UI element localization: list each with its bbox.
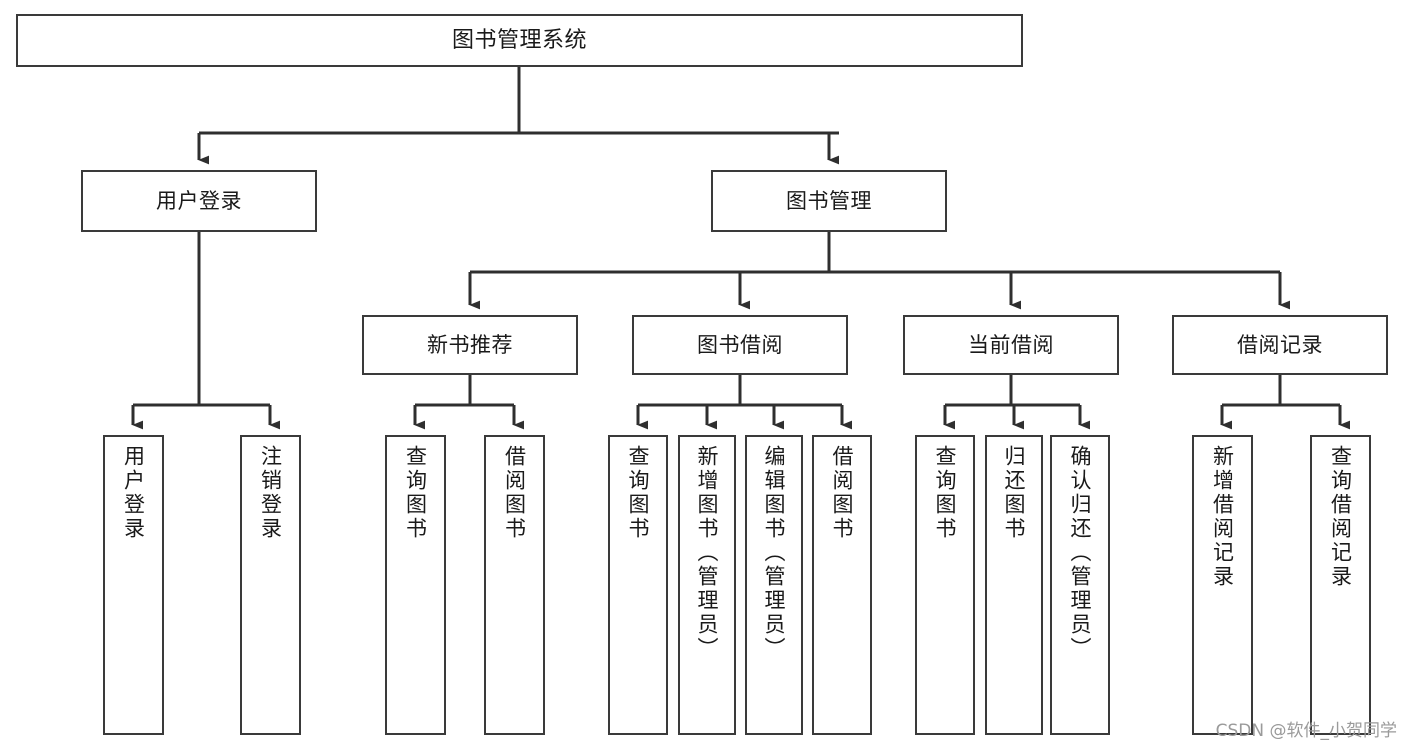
leaf-query-borrow-record[interactable]: 查询借阅记录: [1310, 435, 1371, 735]
node-book-management[interactable]: 图书管理: [711, 170, 947, 232]
leaf-borrow-book-2-label: 借阅图书: [830, 445, 855, 541]
leaf-add-borrow-record-label: 新增借阅记录: [1210, 445, 1235, 589]
node-borrow-record[interactable]: 借阅记录: [1172, 315, 1388, 375]
node-borrow-record-label: 借阅记录: [1237, 332, 1323, 357]
node-current-borrow-label: 当前借阅: [968, 332, 1054, 357]
leaf-add-book-admin-label: 新增图书（管理员）: [695, 445, 720, 661]
leaf-borrow-book-2[interactable]: 借阅图书: [812, 435, 872, 735]
csdn-watermark: CSDN @软件_小贺同学: [1215, 721, 1397, 741]
node-root-system[interactable]: 图书管理系统: [16, 14, 1023, 67]
leaf-query-book-1[interactable]: 查询图书: [385, 435, 446, 735]
node-book-borrow-label: 图书借阅: [697, 332, 783, 357]
node-root-system-label: 图书管理系统: [451, 27, 587, 53]
leaf-query-book-1-label: 查询图书: [403, 445, 428, 541]
leaf-query-book-2[interactable]: 查询图书: [608, 435, 668, 735]
leaf-query-book-2-label: 查询图书: [626, 445, 651, 541]
leaf-edit-book-admin-label: 编辑图书（管理员）: [762, 445, 787, 661]
leaf-logout-label: 注销登录: [258, 445, 283, 541]
leaf-return-book[interactable]: 归还图书: [985, 435, 1043, 735]
leaf-borrow-book-1[interactable]: 借阅图书: [484, 435, 545, 735]
leaf-query-book-3-label: 查询图书: [933, 445, 958, 541]
leaf-confirm-return-admin[interactable]: 确认归还（管理员）: [1050, 435, 1110, 735]
leaf-query-book-3[interactable]: 查询图书: [915, 435, 975, 735]
leaf-user-login-label: 用户登录: [121, 445, 146, 541]
leaf-return-book-label: 归还图书: [1002, 445, 1027, 541]
node-user-login-label: 用户登录: [156, 188, 242, 213]
node-new-book-recommend[interactable]: 新书推荐: [362, 315, 578, 375]
node-book-borrow[interactable]: 图书借阅: [632, 315, 848, 375]
node-book-management-label: 图书管理: [786, 188, 872, 213]
node-new-book-recommend-label: 新书推荐: [427, 332, 513, 357]
node-user-login[interactable]: 用户登录: [81, 170, 317, 232]
leaf-edit-book-admin[interactable]: 编辑图书（管理员）: [745, 435, 803, 735]
leaf-borrow-book-1-label: 借阅图书: [502, 445, 527, 541]
leaf-confirm-return-admin-label: 确认归还（管理员）: [1068, 445, 1093, 661]
node-current-borrow[interactable]: 当前借阅: [903, 315, 1119, 375]
leaf-add-borrow-record[interactable]: 新增借阅记录: [1192, 435, 1253, 735]
leaf-add-book-admin[interactable]: 新增图书（管理员）: [678, 435, 736, 735]
leaf-user-login[interactable]: 用户登录: [103, 435, 164, 735]
leaf-query-borrow-record-label: 查询借阅记录: [1328, 445, 1353, 589]
leaf-logout[interactable]: 注销登录: [240, 435, 301, 735]
